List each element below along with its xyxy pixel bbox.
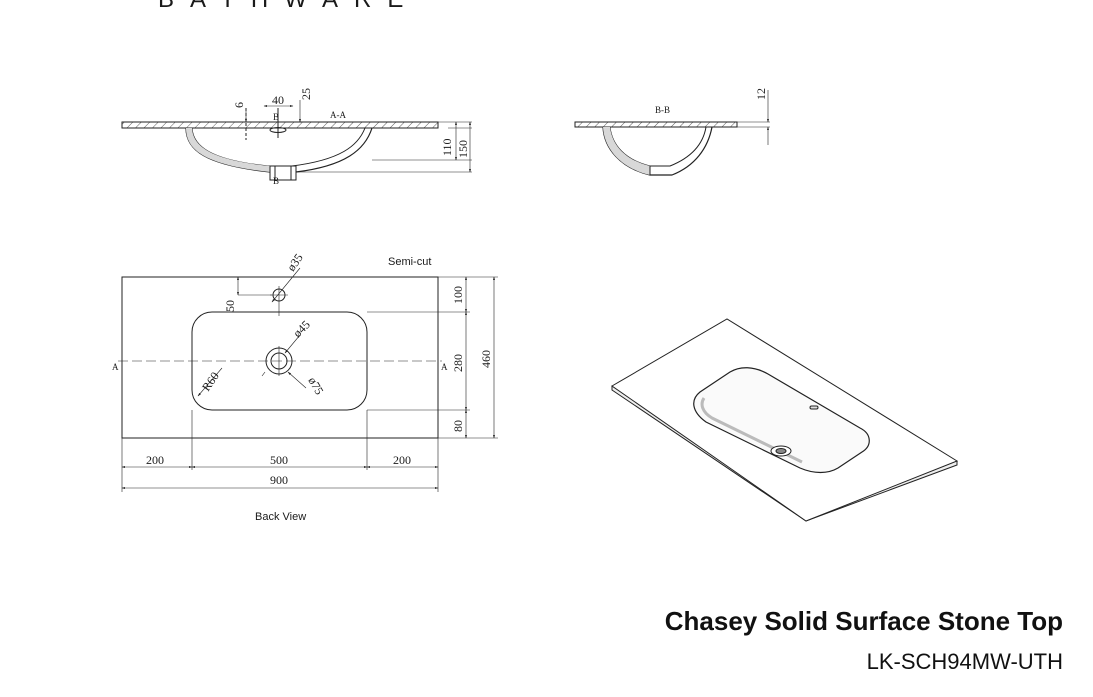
plan-dim-right-margin: 200: [393, 453, 411, 467]
plan-dim-overall-depth: 460: [479, 350, 493, 368]
iso-bowl: [693, 367, 870, 474]
product-code: LK-SCH94MW-UTH: [866, 649, 1063, 674]
plan-dim-tap-dia: ø35: [284, 251, 306, 274]
plan-dim-tap-offset: 50: [223, 300, 237, 312]
plan-marker-a-right: A: [441, 362, 448, 372]
section-aa-waste-outlet: [269, 165, 297, 181]
brand-logo-text: BATHWARE: [158, 0, 419, 14]
aa-marker-top: B: [273, 112, 279, 122]
plan-dim-bowl-height: 280: [451, 354, 465, 372]
aa-marker-bottom: B: [273, 176, 279, 186]
section-bb-top-slab: [574, 121, 738, 128]
isometric-view: [611, 318, 959, 522]
plan-dim-left-margin: 200: [146, 453, 164, 467]
section-aa-bowl-outer: [185, 127, 373, 173]
plan-dim-waste-outer-dia: ø75: [305, 375, 326, 398]
plan-dim-overall-width: 900: [270, 473, 288, 487]
product-title: Chasey Solid Surface Stone Top: [664, 606, 1063, 636]
semi-cut-label: Semi-cut: [388, 256, 431, 268]
aa-dim-bowl-depth: 110: [440, 138, 454, 156]
plan-dim-corner-radius: R60: [199, 369, 222, 393]
bb-section-label: B-B: [655, 105, 670, 115]
iso-overflow: [809, 405, 819, 410]
section-bb-view: [574, 90, 770, 176]
aa-section-label: A-A: [330, 110, 346, 120]
section-aa-view: [121, 100, 472, 181]
plan-outline: [121, 276, 439, 439]
bb-dim-thickness: 12: [754, 88, 768, 100]
plan-dim-waste-dia: ø45: [290, 317, 313, 340]
plan-dim-bowl-width: 500: [270, 453, 288, 467]
plan-dim-top-margin: 100: [451, 286, 465, 304]
aa-dim-tap-width: 40: [272, 93, 284, 107]
section-aa-wall-shading: [186, 128, 270, 172]
aa-dim-thickness: 6: [232, 102, 246, 108]
plan-marker-a-left: A: [112, 362, 119, 372]
aa-dim-overall-depth: 150: [456, 140, 470, 158]
aa-dim-top-offset: 25: [299, 88, 313, 100]
plan-dim-bottom-margin: 80: [451, 420, 465, 432]
back-view-label: Back View: [255, 511, 306, 523]
plan-view: [118, 267, 498, 492]
section-bb-bowl-inner: [609, 126, 707, 167]
section-aa-tap-hole: [269, 127, 287, 133]
